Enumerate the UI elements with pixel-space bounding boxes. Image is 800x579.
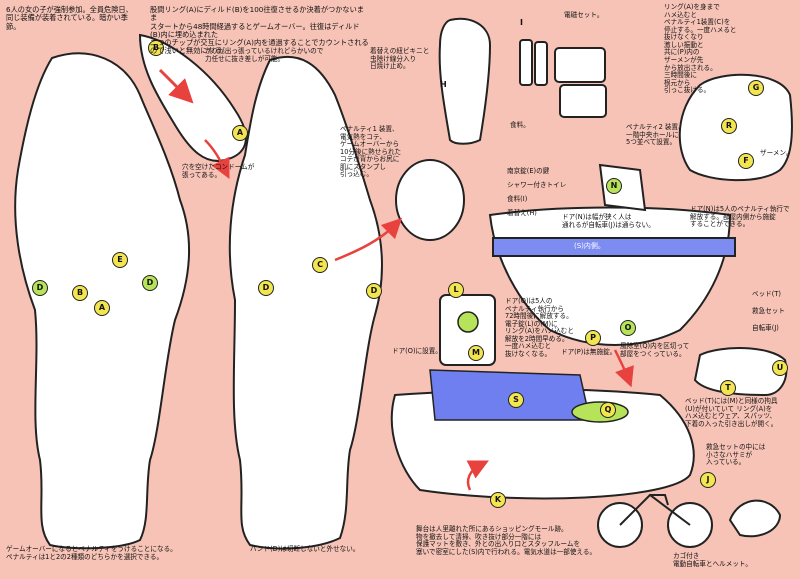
marker-F: F (738, 153, 754, 169)
legend-right-item-3: 自転車(J) (752, 324, 779, 332)
legend-top-item-4: 着替え(H) (507, 209, 537, 217)
floor-strip: (S)内側。 (492, 237, 736, 257)
note-penalty1: ペナルティ1 装置、 電気熱をコテ、 ゲームオーバーから 10分後に熱せられた … (340, 125, 402, 179)
microwave-box (554, 47, 606, 83)
legend-top-item-3: 食料(I) (507, 195, 528, 203)
note-bottom-left: ゲームオーバーになるとペナルティをうけることになる。 ペナルティは1と2の2種類… (6, 545, 177, 561)
marker-B-front: B (72, 285, 88, 301)
marker-T: T (720, 380, 736, 396)
lockbox (598, 163, 647, 212)
marker-N-top: N (606, 178, 622, 194)
bike-frame (619, 493, 691, 526)
marker-O-top: O (620, 320, 636, 336)
note-penalty2-bottom: ペナルティ2 装置、 一階中央ホールに 5つ並べて設置。 (626, 123, 685, 147)
marker-D-front-left: D (32, 280, 48, 296)
marker-P-1: P (585, 330, 601, 346)
back-figure-outline (228, 55, 383, 550)
marker-G: G (748, 80, 764, 96)
label-I: I (520, 18, 523, 27)
helmet-outline (728, 499, 782, 538)
note-repair: 救急セットの中には 小さなハサミが 入っている。 (706, 443, 766, 467)
marker-B-device: B (148, 40, 164, 56)
water-bottle-2 (534, 41, 548, 86)
note-door-n: ドア(N)は5人のペナルティ執行で 解放する。部屋内側から施錠 することができる… (690, 205, 790, 229)
marker-D-back-right: D (366, 283, 382, 299)
note-condom: 穴を空けたコンドームが 張ってある。 (182, 163, 255, 179)
note-bed: ベッド(T)には(M)と同様の拘具 (U)が付いていて リング(A)を ハメ込む… (685, 397, 778, 428)
arrow-condom (204, 139, 230, 179)
note-ring: 股間リング(A)にディルド(B)を100往復させるか決着がつかないまま スタート… (150, 5, 369, 56)
note-bike: カゴ付き 電動自転車とヘルメット。 (673, 552, 752, 568)
note-top-left: 6人の女の子が強制参加。全員危険日、 同じ装備が装着されている。暗かい季節。 (6, 5, 133, 31)
marker-D-front-right: D (142, 275, 158, 291)
note-band: バンド(D)は切断しないと外せない。 (250, 545, 360, 553)
legend-top-item-1: 南京錠(E)の鍵 (507, 167, 550, 175)
note-penalty2-top: リング(A)を身まで ハメ込むと ペナルティ1装置(C)を 停止する。一度ハメる… (664, 3, 737, 95)
arrow-door (613, 349, 634, 388)
note-wind: 風除室(Q)内を区切って 部屋をつくっている。 (620, 342, 690, 358)
note-door-p: ドア(P)は無施錠。 (561, 348, 617, 356)
note-door-o: ドア(O)は5人の ペナルティ執行から 72時間後に解放する。 電子錠(L)の(… (505, 297, 574, 359)
arrow-mall (466, 460, 489, 491)
note-door-o-set: ドア(O)に設置。 (392, 347, 442, 355)
note-meal: 食料。 (510, 121, 530, 129)
legend-top-item-2: シャワー付きトイレ (507, 181, 567, 189)
penalty-stamp (395, 159, 465, 241)
marker-R: R (721, 118, 737, 134)
water-bottle (519, 39, 533, 86)
marker-L: L (448, 282, 464, 298)
mannequin-outline (438, 17, 492, 145)
marker-K: K (490, 492, 506, 508)
legend-right-item-1: ベッド(T) (752, 290, 781, 298)
marker-A-device: A (232, 125, 248, 141)
food-box (559, 84, 607, 118)
marker-Q: Q (600, 402, 616, 418)
note-semen: ザーメン。 (760, 149, 793, 157)
note-microwave: 電磁セット。 (564, 11, 604, 19)
label-H: H (440, 80, 447, 89)
note-grip: かりが出っ張っているけれどらかいので 力任せに抜き差しが可能。 (205, 47, 324, 63)
marker-A-front: A (94, 300, 110, 316)
marker-D-back-left: D (258, 280, 274, 296)
floor-strip-label: (S)内側。 (574, 242, 605, 250)
marker-S: S (508, 392, 524, 408)
arrow-ring (158, 68, 194, 104)
note-mall: 舞台は人里離れた所にあるショッピングモール跡。 物を撤去して清掃、吹き抜け部分一… (416, 525, 597, 556)
legend-right-item-2: 救急セット (752, 307, 785, 315)
marker-J: J (700, 472, 716, 488)
arrow-stamp (334, 217, 403, 262)
note-clothes: 着替えの紐ビキニと 虫除け線分入り 日焼け止め。 (370, 47, 430, 71)
door-o-lens (457, 311, 479, 333)
note-key: ドア(N)は幅が狭く人は 通れるが自転車(J)は通らない。 (562, 213, 655, 229)
bed-outline (693, 347, 788, 397)
marker-C-back: C (312, 257, 328, 273)
marker-M: M (468, 345, 484, 361)
marker-E-front: E (112, 252, 128, 268)
marker-U: U (772, 360, 788, 376)
